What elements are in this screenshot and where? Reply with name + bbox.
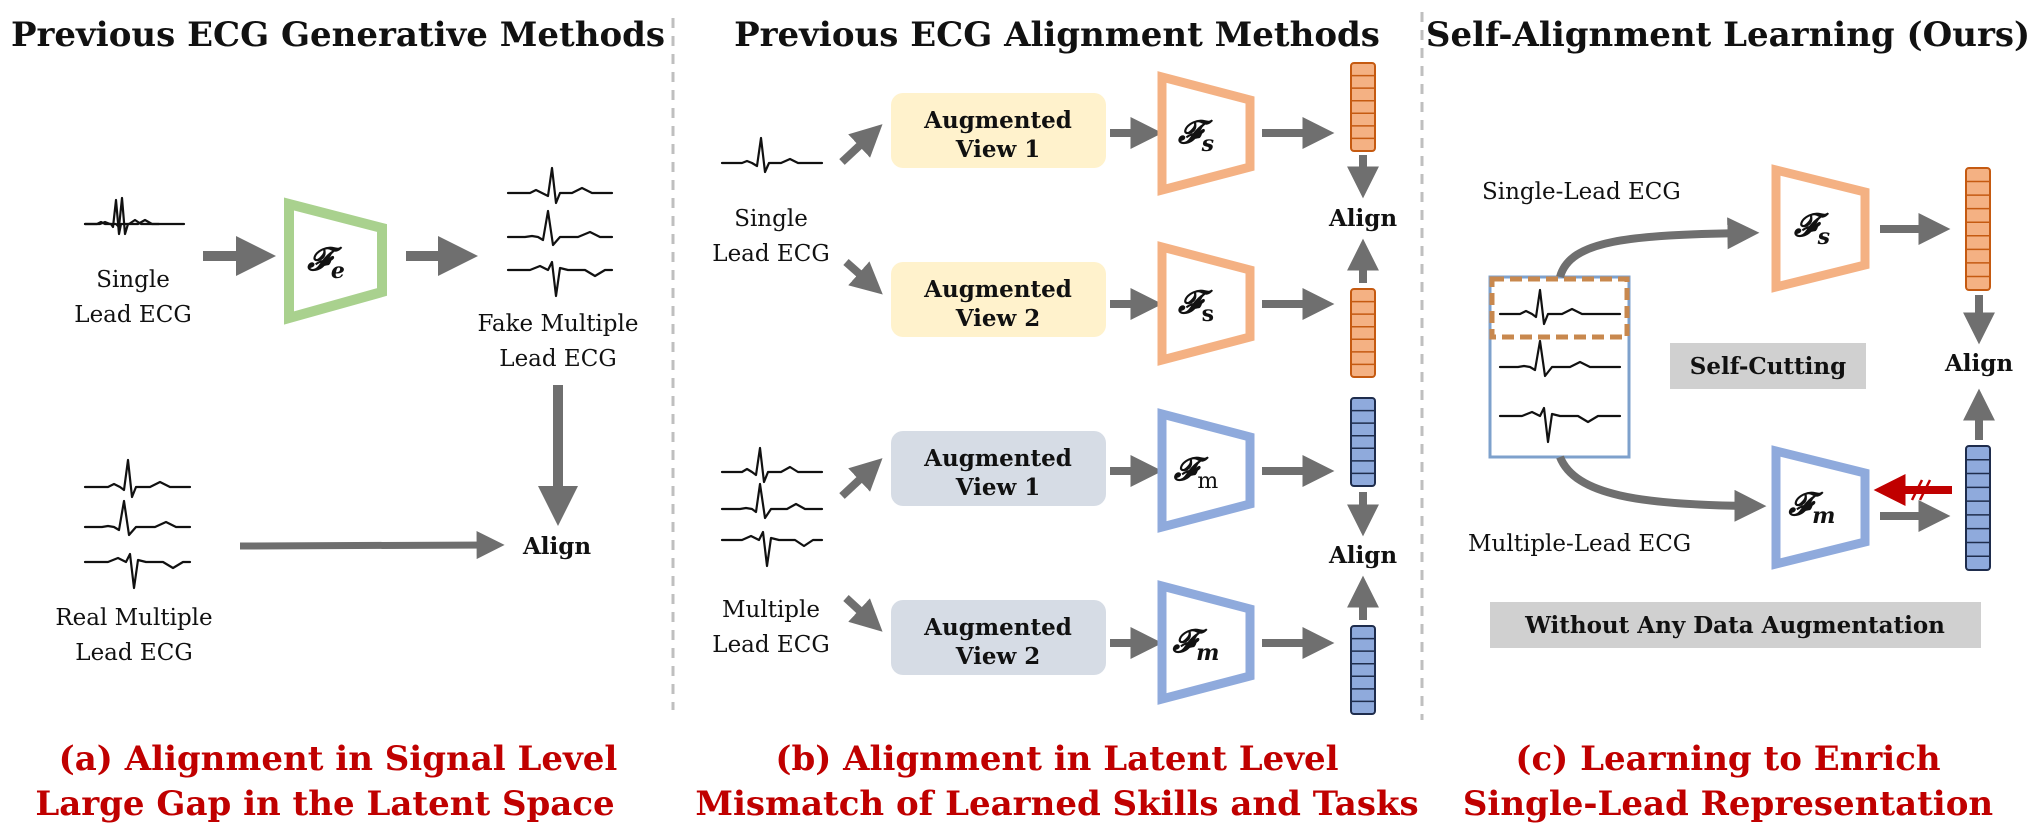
real-multiple-lead-ecg [83,458,192,590]
c-stop-gradient-slash-2 [1918,479,1932,501]
single-lead-ecg-signal [83,198,161,236]
real-label-1: Real Multiple [55,605,212,631]
b-align-label-1: Align [1328,205,1397,232]
c-curve-arrow-single [1556,217,1760,279]
b-encoder-m1-symbol: 𝓕m [1173,450,1219,494]
latent-vector-outline [1965,167,1991,291]
c-no-augmentation-box [1490,602,1981,648]
b-arrow-single-view1 [839,124,883,165]
single-lead-label-1: Single [96,267,170,293]
latent-vector-outline [1965,445,1991,571]
b-encoder-m2 [1157,580,1255,705]
b-view-3-line-2: View 1 [955,474,1041,501]
caption-b-line-2: Mismatch of Learned Skills and Tasks [695,784,1418,824]
b-latent-vector-1 [1350,62,1376,152]
b-latent-vector-4 [1350,625,1376,715]
b-multi-label-2: Lead ECG [712,632,829,658]
b-single-label-2: Lead ECG [712,241,829,267]
c-multi-lead-label: Multiple-Lead ECG [1468,531,1691,557]
c-no-augmentation-label: Without Any Data Augmentation [1524,612,1945,639]
latent-vector-outline [1350,625,1376,715]
caption-a-line-1: (a) Alignment in Signal Level [59,739,618,779]
arrow-real-to-align [239,531,505,560]
b-multiple-lead-ecg [720,446,824,568]
single-lead-label-2: Lead ECG [74,302,191,328]
panel-b-title: Previous ECG Alignment Methods [734,15,1380,55]
b-view-1-line-2: View 1 [955,136,1041,163]
b-latent-vector-3 [1350,397,1376,487]
panel-c: Self-Alignment Learning (Ours) Single-Le… [1426,15,2030,824]
b-view-2-line-2: View 2 [955,305,1041,332]
latent-vector-outline [1350,62,1376,152]
c-multi-lead-ecg [1498,288,1622,444]
c-single-lead-label: Single-Lead ECG [1482,179,1681,205]
caption-b-line-1: (b) Alignment in Latent Level [775,739,1338,779]
c-curve-arrow-multi [1556,455,1767,522]
b-view-3-box [891,431,1106,506]
b-arrow-multi-view2 [843,595,883,632]
latent-vector-outline [1350,397,1376,487]
c-self-cut-dashed-box [1489,276,1630,340]
b-single-label-1: Single [734,206,808,232]
panel-a-title: Previous ECG Generative Methods [11,15,665,55]
b-view-2-box [891,262,1106,337]
b-encoder-m1 [1157,408,1255,533]
b-view-2-line-1: Augmented [923,276,1072,303]
fake-multiple-lead-ecg [506,166,614,298]
c-encoder-m [1771,445,1870,570]
align-label-a: Align [522,533,591,560]
c-latent-vector-multi [1965,445,1991,571]
caption-a-line-2: Large Gap in the Latent Space [35,784,614,824]
fake-label-2: Lead ECG [499,346,616,372]
b-view-1-line-1: Augmented [923,107,1072,134]
c-align-label: Align [1944,350,2013,377]
b-arrow-single-view2 [843,259,883,295]
caption-c-line-2: Single-Lead Representation [1463,784,1993,824]
real-label-2: Lead ECG [75,640,192,666]
panel-a: Previous ECG Generative Methods Single L… [11,15,665,824]
encoder-e-trapezoid [284,197,387,325]
b-single-lead-ecg [720,136,824,174]
b-encoder-s1 [1157,71,1255,196]
single-lead-ecg-wave [83,196,186,236]
latent-vector-outline [1350,288,1376,378]
panel-b: Previous ECG Alignment Methods Single Le… [695,15,1418,824]
b-latent-vector-2 [1350,288,1376,378]
c-self-cutting-box [1670,343,1866,389]
caption-c-line-1: (c) Learning to Enrich [1515,739,1940,779]
b-view-4-line-1: Augmented [923,614,1072,641]
b-align-label-2: Align [1328,542,1397,569]
b-view-4-line-2: View 2 [955,643,1041,670]
c-encoder-s [1771,164,1870,293]
b-multi-label-1: Multiple [722,597,820,623]
b-view-3-line-1: Augmented [923,445,1072,472]
c-encoder-s-symbol: 𝓕s [1793,206,1830,250]
c-stop-gradient-slash-1 [1910,479,1924,501]
c-latent-vector-single [1965,167,1991,291]
b-encoder-s2 [1157,241,1255,366]
fake-label-1: Fake Multiple [478,311,639,337]
panel-c-title: Self-Alignment Learning (Ours) [1426,15,2030,55]
c-self-cutting-label: Self-Cutting [1690,353,1846,380]
b-arrow-multi-view1 [839,458,883,499]
b-view-4-box [891,600,1106,675]
b-view-1-box [891,93,1106,168]
encoder-e-symbol: 𝓕e [306,240,345,284]
